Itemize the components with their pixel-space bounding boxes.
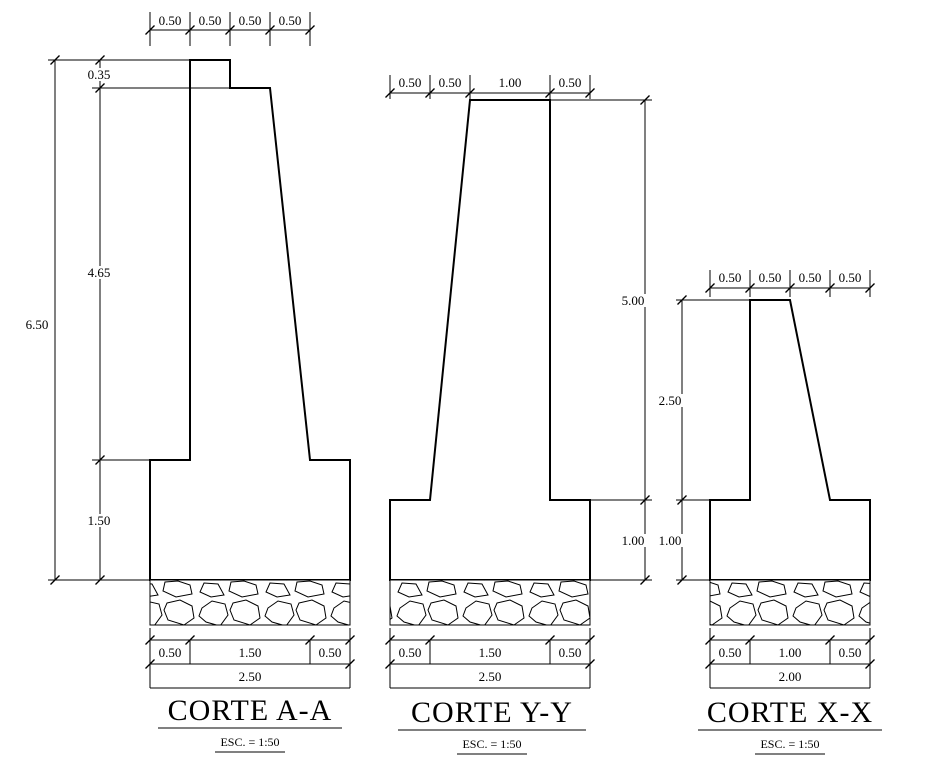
corte-yy-bottom-dimensions [384, 628, 596, 689]
corte-aa-bottom-dimensions [144, 628, 356, 689]
dim-label: 2.00 [779, 669, 802, 684]
dim-label: 0.50 [559, 75, 582, 90]
corte-aa-top-dimensions [144, 12, 316, 46]
dim-label: 0.50 [159, 13, 182, 28]
dim-label: 0.50 [719, 645, 742, 660]
dim-label: 0.50 [759, 270, 782, 285]
corte-yy-stone-foundation [389, 579, 591, 626]
section-title: CORTE Y-Y [411, 696, 573, 729]
dim-label: 0.50 [399, 645, 422, 660]
dim-label: 1.00 [659, 533, 682, 548]
corte-yy-wall-outline [389, 99, 591, 581]
scale-note: ESC. = 1:50 [760, 737, 819, 751]
section-title: CORTE X-X [707, 696, 873, 729]
dim-label: 0.50 [839, 270, 862, 285]
corte-xx-bottom-dimensions [704, 628, 876, 689]
dim-label: 2.50 [479, 669, 502, 684]
dim-label: 0.50 [399, 75, 422, 90]
corte-aa-left-dimensions [48, 54, 230, 586]
scale-note: ESC. = 1:50 [462, 737, 521, 751]
dim-label: 0.50 [159, 645, 182, 660]
corte-aa-section: 0.50 0.50 0.50 0.50 6.50 0.35 4.65 1.50 [26, 12, 356, 753]
section-title: CORTE A-A [168, 694, 333, 727]
corte-xx-top-dimensions [704, 270, 876, 297]
dim-label: 1.50 [88, 513, 111, 528]
corte-aa-wall-outline [149, 59, 351, 581]
dim-label: 6.50 [26, 317, 49, 332]
corte-yy-section: 0.50 0.50 1.00 0.50 5.00 1.00 0.50 1.50 [384, 75, 652, 755]
corte-xx-wall-outline [709, 299, 871, 581]
dim-label: 1.00 [622, 533, 645, 548]
dim-label: 0.50 [199, 13, 222, 28]
dim-label: 0.50 [439, 75, 462, 90]
dim-label: 0.50 [279, 13, 302, 28]
dim-label: 0.50 [839, 645, 862, 660]
dim-label: 4.65 [88, 265, 111, 280]
corte-xx-stone-foundation [709, 579, 871, 626]
dim-label: 0.50 [559, 645, 582, 660]
dim-label: 5.00 [622, 293, 645, 308]
dim-label: 2.50 [659, 393, 682, 408]
dim-label: 1.50 [239, 645, 262, 660]
dim-label: 1.00 [499, 75, 522, 90]
dim-label: 0.50 [799, 270, 822, 285]
corte-aa-stone-foundation [149, 579, 351, 626]
dim-label: 0.50 [719, 270, 742, 285]
corte-xx-section: 0.50 0.50 0.50 0.50 2.50 1.00 0.50 1.00 [655, 270, 882, 755]
corte-yy-top-dimensions [384, 75, 596, 99]
corte-yy-right-dimensions [550, 94, 652, 586]
dim-label: 2.50 [239, 669, 262, 684]
dim-label: 0.50 [239, 13, 262, 28]
dim-label: 1.00 [779, 645, 802, 660]
scale-note: ESC. = 1:50 [220, 735, 279, 749]
dim-label: 0.35 [88, 67, 111, 82]
dim-label: 1.50 [479, 645, 502, 660]
corte-xx-left-dimensions [676, 294, 750, 586]
dim-label: 0.50 [319, 645, 342, 660]
